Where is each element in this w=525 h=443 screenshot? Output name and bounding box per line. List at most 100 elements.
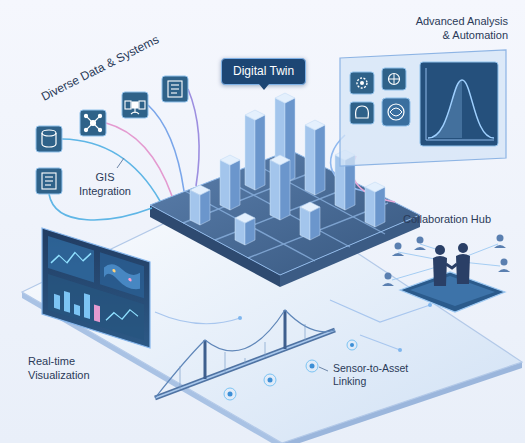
collaboration-tablet <box>458 243 468 253</box>
collaboration-tablet <box>494 245 506 248</box>
data-source-icons <box>42 173 56 189</box>
city-buildings <box>365 187 375 227</box>
data-source-icons <box>91 121 96 126</box>
city-buildings <box>230 160 240 210</box>
collaboration-tablet <box>392 266 440 280</box>
sensor-dots <box>228 392 233 397</box>
city-buildings <box>305 125 315 195</box>
section-label: Sensor-to-Asset Linking <box>333 362 428 388</box>
bridge <box>245 358 246 364</box>
bridge <box>305 324 306 341</box>
analysis-panel <box>357 78 367 88</box>
bridge <box>225 352 226 372</box>
visualization-panel <box>42 228 150 348</box>
section-label: Advanced Analysis & Automation <box>408 14 508 42</box>
data-source-icons <box>117 158 124 168</box>
city-buildings <box>190 93 385 245</box>
analysis-panel <box>388 104 404 120</box>
collaboration-tablet <box>385 273 392 280</box>
city-buildings <box>235 213 255 223</box>
data-source-icons <box>171 88 179 89</box>
city-buildings <box>270 155 290 165</box>
section-label: GIS Integration <box>72 170 138 198</box>
collaboration-tablet <box>456 254 470 284</box>
visualization-panel <box>100 252 144 298</box>
collaboration-tablet <box>446 264 457 268</box>
collaboration-tablet <box>433 243 470 286</box>
bridge <box>155 330 335 398</box>
visualization-panel <box>42 228 150 348</box>
bridge <box>155 310 335 398</box>
data-source-icons <box>168 81 182 97</box>
city-buildings <box>220 155 240 165</box>
data-source-icons <box>45 180 53 181</box>
visualization-panel <box>48 236 94 282</box>
data-source-icons <box>171 92 177 93</box>
node-text: Digital Twin <box>233 64 294 79</box>
city-buildings <box>190 185 210 195</box>
city-buildings <box>305 120 325 130</box>
city-buildings <box>220 160 230 210</box>
visualization-panel <box>128 278 131 282</box>
bridge <box>205 310 285 379</box>
analysis-panel <box>382 68 406 90</box>
city-buildings <box>270 160 280 220</box>
visualization-panel <box>106 302 138 330</box>
analysis-panel <box>382 98 410 126</box>
visualization-panel <box>104 261 140 291</box>
data-source-icons <box>131 108 139 114</box>
city-platform <box>150 150 420 275</box>
visualization-panel <box>112 269 115 273</box>
city-buildings <box>255 115 265 190</box>
city-buildings <box>375 187 385 227</box>
analysis-panel <box>356 106 369 118</box>
data-source-icons <box>132 102 138 108</box>
data-source-icons <box>139 101 145 109</box>
analysis-panel <box>428 80 494 138</box>
analysis-panel <box>390 108 402 116</box>
analysis-panel <box>389 74 400 85</box>
data-streams <box>188 89 199 186</box>
city-buildings <box>315 125 325 195</box>
sensor-dots <box>347 340 357 350</box>
city-buildings <box>200 190 210 225</box>
collaboration-tablet <box>417 237 424 244</box>
collaboration-tablet <box>414 247 426 250</box>
data-source-icons <box>98 114 101 117</box>
title-box: Digital Twin <box>221 58 306 85</box>
data-source-icons <box>36 126 62 152</box>
sensor-dots <box>264 374 276 386</box>
collaboration-tablet <box>395 243 402 250</box>
analysis-panel <box>360 81 364 85</box>
circuit-lines <box>238 316 242 320</box>
data-source-icons <box>84 114 101 131</box>
city-buildings <box>280 160 290 220</box>
analysis-panel <box>428 80 462 138</box>
data-source-icons <box>42 133 56 147</box>
city-platform <box>150 150 420 287</box>
circuit-lines <box>398 348 402 352</box>
visualization-panel <box>51 241 91 276</box>
city-buildings <box>310 207 320 240</box>
circuit-lines <box>428 303 432 307</box>
data-streams <box>148 105 184 191</box>
visualization-panel <box>48 236 144 340</box>
analysis-panel <box>340 50 506 166</box>
city-buildings <box>245 115 255 190</box>
data-source-icons <box>84 114 87 117</box>
analysis-panel <box>350 102 374 124</box>
data-source-icons <box>98 128 101 131</box>
sensor-dots <box>310 364 315 369</box>
sensor-dots <box>224 388 236 400</box>
data-source-icons <box>125 101 131 109</box>
data-streams <box>49 194 152 220</box>
data-source-icons <box>36 168 62 194</box>
sensor-dots <box>319 367 328 371</box>
data-source-icons <box>45 176 53 177</box>
data-source-icons <box>168 81 182 97</box>
collaboration-tablet <box>382 235 510 313</box>
data-source-icons <box>171 84 179 85</box>
collaboration-tablet <box>400 272 505 312</box>
visualization-panel <box>94 304 100 322</box>
bridge <box>180 324 305 389</box>
